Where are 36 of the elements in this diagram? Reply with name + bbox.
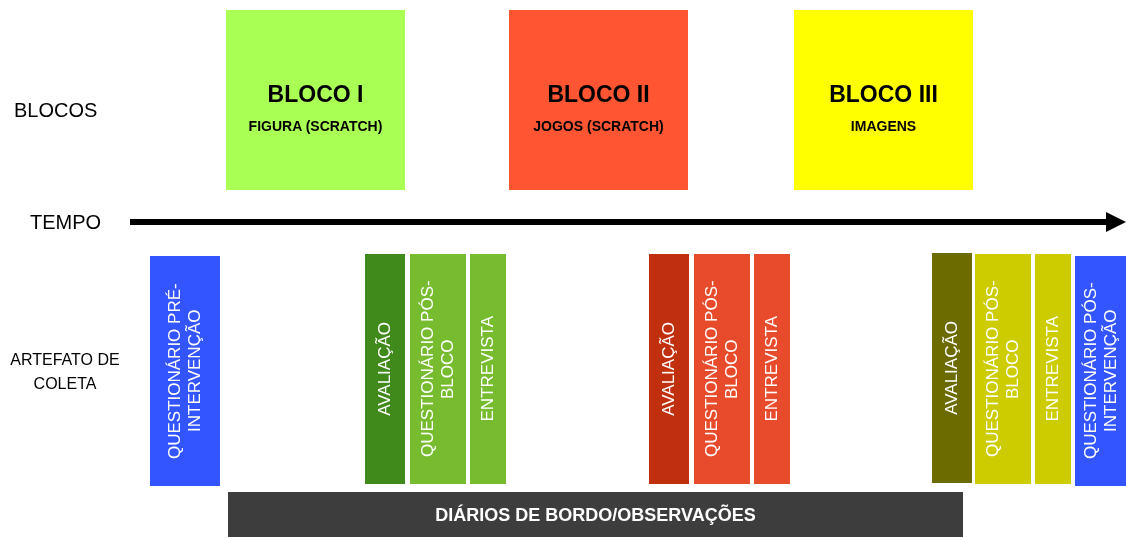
bar-label: DIÁRIOS DE BORDO/OBSERVAÇÕES (435, 503, 756, 527)
block-subtitle: JOGOS (SCRATCH) (533, 117, 664, 136)
row-label: ARTEFATO DE COLETA (10, 350, 120, 394)
artifact-label: ENTREVISTA (478, 316, 498, 422)
artifact-column (649, 254, 689, 484)
block-subtitle: IMAGENS (850, 117, 917, 136)
artifact-label: QUESTIONÁRIO PÓS-BLOCO (983, 279, 1023, 460)
block-box (509, 10, 688, 190)
artifact-column (754, 254, 790, 484)
artifact-label: ENTREVISTA (762, 316, 782, 422)
artifact-column (1075, 256, 1126, 486)
artifact-label: AVALIAÇÃO (942, 321, 962, 415)
artifact-label: AVALIAÇÃO (375, 322, 395, 416)
artifact-label: QUESTIONÁRIO PÓS-BLOCO (702, 279, 742, 460)
artifact-column (150, 256, 220, 486)
artifact-column (932, 253, 972, 483)
artifact-label: QUESTIONÁRIO PRÉ-INTERVENÇÃO (165, 282, 205, 461)
artifact-column (470, 254, 506, 484)
artifact-column (410, 254, 466, 484)
artifact-column (1035, 254, 1071, 484)
block-box (226, 10, 405, 190)
artifact-label: AVALIAÇÃO (659, 322, 679, 416)
artifact-column (365, 254, 405, 484)
artifact-label: QUESTIONÁRIO PÓS-BLOCO (418, 279, 458, 460)
block-title: BLOCO II (547, 80, 650, 108)
artifact-column (975, 254, 1031, 484)
row-label: BLOCOS (14, 98, 99, 123)
observation-bar (228, 492, 963, 537)
block-box (794, 10, 973, 190)
artifact-column (694, 254, 750, 484)
block-title: BLOCO I (267, 80, 364, 108)
artifact-label: ENTREVISTA (1043, 316, 1063, 422)
block-title: BLOCO III (829, 80, 938, 108)
artifact-label: QUESTIONÁRIO PÓS-INTERVENÇÃO (1080, 281, 1121, 462)
block-subtitle: FIGURA (SCRATCH) (248, 117, 383, 136)
row-label: TEMPO (30, 210, 103, 235)
